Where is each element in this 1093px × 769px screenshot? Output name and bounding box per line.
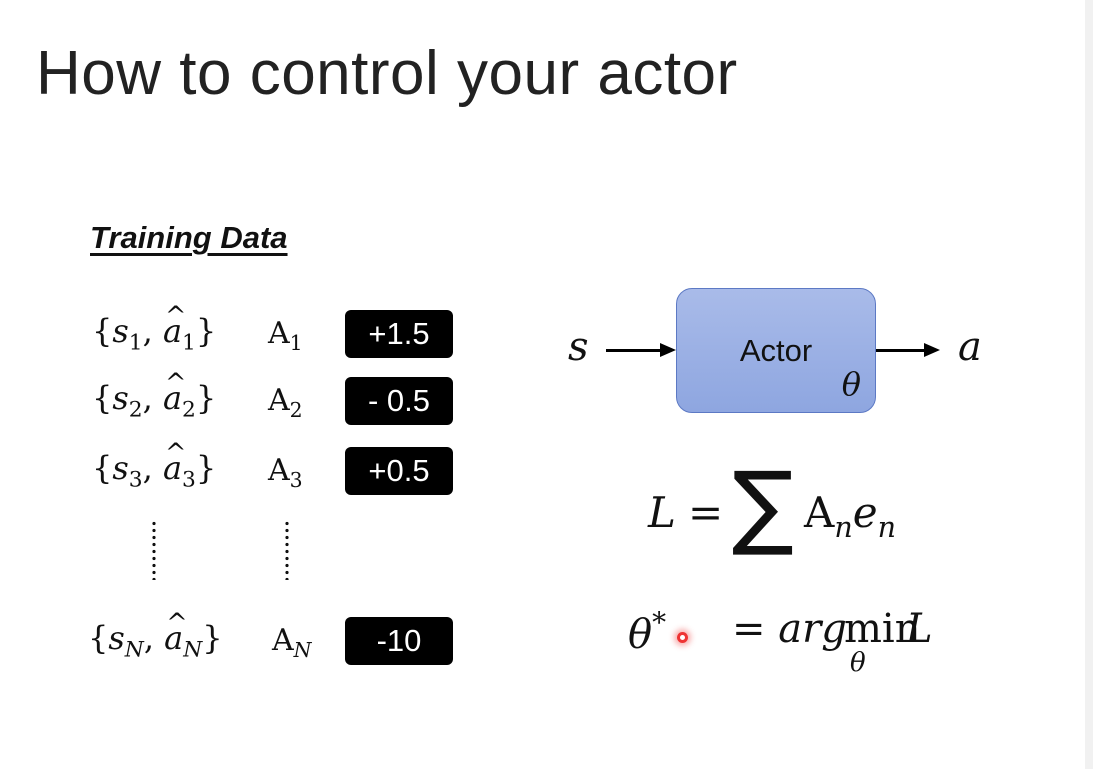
advantage-value-badge: +0.5	[345, 447, 453, 495]
slide-title: How to control your actor	[36, 39, 738, 108]
training-row: {s2, a2} A2 - 0.5	[0, 368, 480, 427]
state-action-pair: {s2, a2}	[92, 368, 216, 422]
state-action-pair: {sN, aN}	[88, 608, 223, 662]
actor-box: Actor θ	[676, 288, 876, 413]
loss-formula: L = ∑ Anen	[648, 460, 948, 558]
actor-parameter-label: θ	[841, 365, 861, 403]
advantage-value-badge: - 0.5	[345, 377, 453, 425]
vertical-ellipsis-pairs	[151, 520, 157, 580]
training-row: {s1, a1} A1 +1.5	[0, 301, 480, 360]
state-action-pair: {s1, a1}	[92, 301, 216, 355]
objective-symbol: L	[906, 606, 933, 652]
actor-diagram: s Actor θ a	[560, 280, 1000, 430]
optimal-theta: θ*	[628, 606, 667, 658]
loss-symbol: L	[648, 488, 676, 537]
advantage-symbol: A2	[268, 383, 303, 423]
min-operator: min	[844, 606, 921, 652]
state-action-pair: {s3, a3}	[92, 438, 216, 492]
argmin-expression: = arg	[732, 606, 847, 652]
laser-pointer-cursor	[677, 632, 688, 643]
min-subscript: θ	[850, 648, 866, 678]
optimization-formula: θ* = arg min θ L	[628, 600, 948, 680]
output-arrow-head-icon	[924, 343, 940, 357]
input-state-label: s	[568, 324, 589, 370]
advantage-value-badge: -10	[345, 617, 453, 665]
training-row: {s3, a3} A3 +0.5	[0, 438, 480, 497]
loss-terms: Anen	[804, 488, 896, 544]
vertical-ellipsis-advantages	[284, 520, 290, 580]
loss-equals: =	[688, 488, 724, 537]
advantage-value-badge: +1.5	[345, 310, 453, 358]
advantage-symbol: A1	[268, 316, 303, 356]
output-action-label: a	[958, 324, 982, 370]
window-edge	[1085, 0, 1093, 769]
input-arrow-line	[606, 349, 662, 352]
actor-label: Actor	[739, 333, 813, 368]
summation-icon: ∑	[732, 452, 794, 559]
advantage-symbol: AN	[272, 623, 312, 663]
training-row: {sN, aN} AN -10	[0, 608, 480, 667]
input-arrow-head-icon	[660, 343, 676, 357]
output-arrow-line	[876, 349, 926, 352]
advantage-symbol: A3	[268, 453, 303, 493]
training-data-heading: Training Data	[90, 220, 288, 255]
